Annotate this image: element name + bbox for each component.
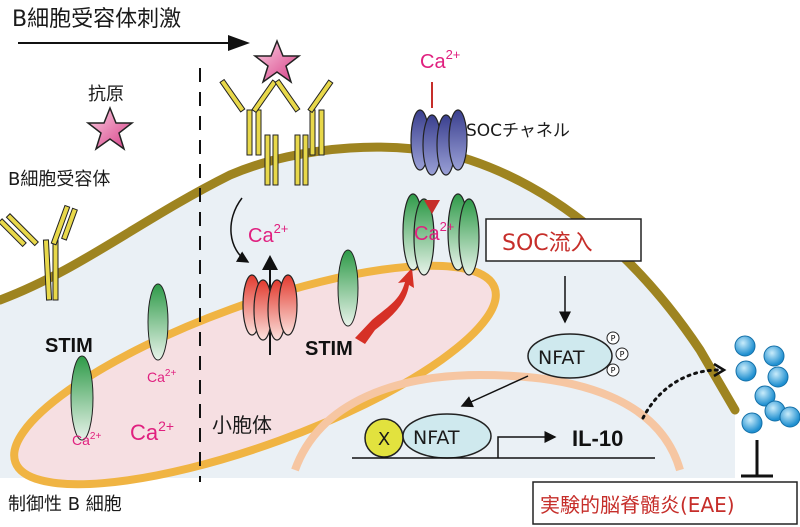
phosphate-group-icon: P P P — [606, 331, 629, 377]
antigen-star-icon — [85, 105, 135, 151]
stim-protein-icon — [147, 283, 169, 361]
calcium-label: Ca2+ — [414, 219, 454, 245]
ip3-receptor-channel-icon — [242, 274, 298, 341]
soc-channel-icon — [410, 109, 468, 176]
bound-antigen-star-icon — [252, 38, 302, 84]
nfat-phosphorylated-icon — [527, 333, 613, 379]
down-arrow-icon — [424, 200, 440, 214]
il10-molecules-icon — [734, 335, 800, 434]
calcium-label: Ca2+ — [72, 431, 101, 448]
cell-label: 制御性 B 細胞 — [8, 494, 122, 515]
secretion-dotted-arrow — [641, 368, 720, 420]
arrow-head-icon — [228, 35, 250, 51]
stim-label-right: STIM — [305, 338, 353, 360]
calcium-label: Ca2+ — [420, 47, 460, 73]
x-factor-label: X — [378, 429, 390, 450]
soc-channel-green-icon — [402, 193, 480, 276]
svg-text:P: P — [620, 350, 625, 359]
svg-text:P: P — [611, 334, 616, 343]
antigen-label: 抗原 — [88, 84, 124, 105]
calcium-release-arrow — [230, 197, 250, 263]
promoter-arrow — [497, 431, 557, 458]
soc-channel-label: SOCチャネル — [466, 121, 570, 141]
arrow-head-icon — [713, 362, 727, 378]
up-arrow-icon — [262, 255, 278, 270]
stim-activation-arrow — [355, 268, 414, 344]
calcium-label: Ca2+ — [147, 368, 176, 385]
soc-influx-label: SOC流入 — [502, 231, 593, 256]
stim-protein-icon — [70, 355, 94, 441]
stim-label-left: STIM — [45, 335, 93, 357]
stim-protein-icon — [337, 249, 359, 327]
crosslinked-bcr-icon — [219, 78, 334, 186]
eae-box — [532, 481, 798, 525]
soc-influx-box — [485, 218, 642, 262]
calcium-label: Ca2+ — [248, 221, 288, 247]
bcr-label: B細胞受容体 — [8, 169, 110, 190]
calcium-label: Ca2+ — [130, 418, 174, 445]
nucleus-envelope — [291, 370, 684, 472]
er-label: 小胞体 — [212, 413, 272, 437]
nfat-translocation-arrow — [460, 375, 529, 408]
title: B細胞受容体刺激 — [12, 7, 181, 32]
b-cell-receptor-icon — [0, 204, 78, 301]
il10-label: IL-10 — [572, 426, 623, 451]
nfat-nuclear-label: NFAT — [413, 427, 460, 449]
nfat-label: NFAT — [538, 347, 585, 369]
svg-text:P: P — [611, 366, 616, 375]
eae-label: 実験的脳脊髄炎(EAE) — [540, 493, 735, 517]
